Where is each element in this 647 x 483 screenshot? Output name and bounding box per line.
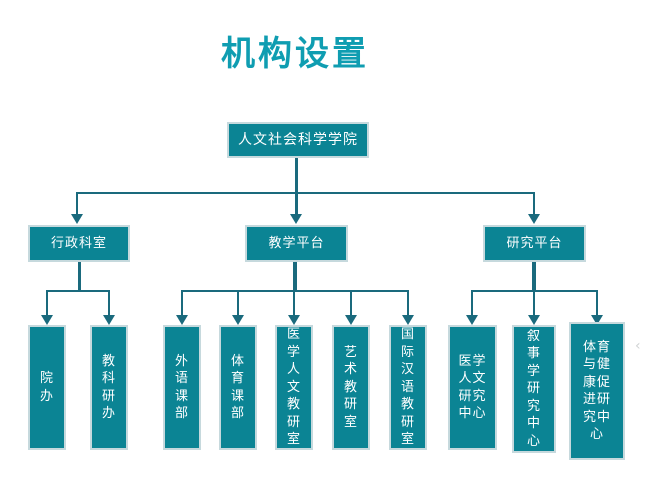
node-dean-office: 院 办 [28, 325, 66, 450]
arrowhead-down-icon [528, 315, 540, 325]
connector-drop [46, 290, 48, 316]
arrowhead-down-icon [41, 315, 53, 325]
arrowhead-down-icon [591, 315, 603, 325]
connector-admin-rail [46, 290, 109, 292]
node-pe-dept: 体 育 课 部 [219, 325, 257, 450]
edge-chevron-icon[interactable]: ‹ [635, 338, 641, 354]
node-teaching-research-admin-office: 教 科 研 办 [90, 325, 128, 450]
node-label: 医学 人文 研究 中心 [458, 353, 487, 422]
node-narratology-research-center: 叙 事 学 研 究 中 心 [512, 325, 556, 453]
page-title: 机构设置 [221, 34, 369, 74]
connector-drop [181, 290, 183, 316]
node-label: 艺 术 教 研 室 [343, 344, 358, 430]
connector-admin-stub [78, 262, 81, 291]
arrowhead-down-icon [71, 214, 83, 224]
connector-drop [533, 290, 535, 316]
node-foreign-language-dept: 外 语 课 部 [163, 325, 201, 450]
arrowhead-down-icon [466, 315, 478, 325]
node-label: 院 办 [39, 371, 54, 404]
connector-drop [533, 192, 535, 215]
node-label: 外 语 课 部 [174, 353, 189, 422]
arrowhead-down-icon [232, 315, 244, 325]
connector-root-stub [295, 158, 298, 194]
connector-teaching-stub [293, 262, 297, 291]
node-admin-offices: 行政科室 [28, 225, 130, 262]
node-label: 体 育 课 部 [230, 353, 245, 422]
arrowhead-down-icon [528, 214, 540, 224]
connector-drop [293, 290, 295, 316]
node-teaching-platform: 教学平台 [245, 225, 348, 262]
connector-drop [295, 192, 298, 215]
arrowhead-down-icon [103, 315, 115, 325]
node-international-chinese-teaching-office: 国 际 汉 语 教 研 室 [389, 325, 427, 450]
node-medical-humanities-research-center: 医学 人文 研究 中心 [448, 325, 497, 450]
arrowhead-down-icon [176, 315, 188, 325]
node-label: 研究平台 [506, 235, 563, 251]
connector-drop [76, 192, 78, 215]
arrowhead-down-icon [402, 315, 414, 325]
arrowhead-down-icon [288, 315, 300, 325]
node-label: 医 学 人 文 教 研 室 [286, 327, 301, 448]
connector-drop [471, 290, 473, 316]
node-label: 人文社会科学学院 [238, 132, 358, 148]
arrowhead-down-icon [290, 214, 302, 224]
connector-drop [108, 290, 110, 316]
node-label: 叙 事 学 研 究 中 心 [526, 328, 541, 449]
connector-drop [237, 290, 239, 316]
node-label: 行政科室 [50, 235, 107, 251]
connector-drop [350, 290, 352, 316]
node-sports-health-promotion-research-center: 体育 与健 康促 进研 究中 心 [569, 322, 625, 460]
node-label: 体育 与健 康促 进研 究中 心 [582, 339, 611, 443]
arrowhead-down-icon [345, 315, 357, 325]
node-label: 教 科 研 办 [101, 353, 116, 422]
node-label: 国 际 汉 语 教 研 室 [400, 327, 415, 448]
connector-level2-rail [76, 192, 535, 194]
node-research-platform: 研究平台 [483, 225, 586, 262]
node-school-of-humanities-social-sciences: 人文社会科学学院 [227, 122, 369, 158]
connector-drop [596, 290, 598, 316]
connector-drop [407, 290, 409, 316]
connector-research-stub [532, 262, 536, 291]
node-art-teaching-office: 艺 术 教 研 室 [332, 325, 370, 450]
node-medical-humanities-teaching-office: 医 学 人 文 教 研 室 [275, 325, 313, 450]
node-label: 教学平台 [268, 235, 325, 251]
